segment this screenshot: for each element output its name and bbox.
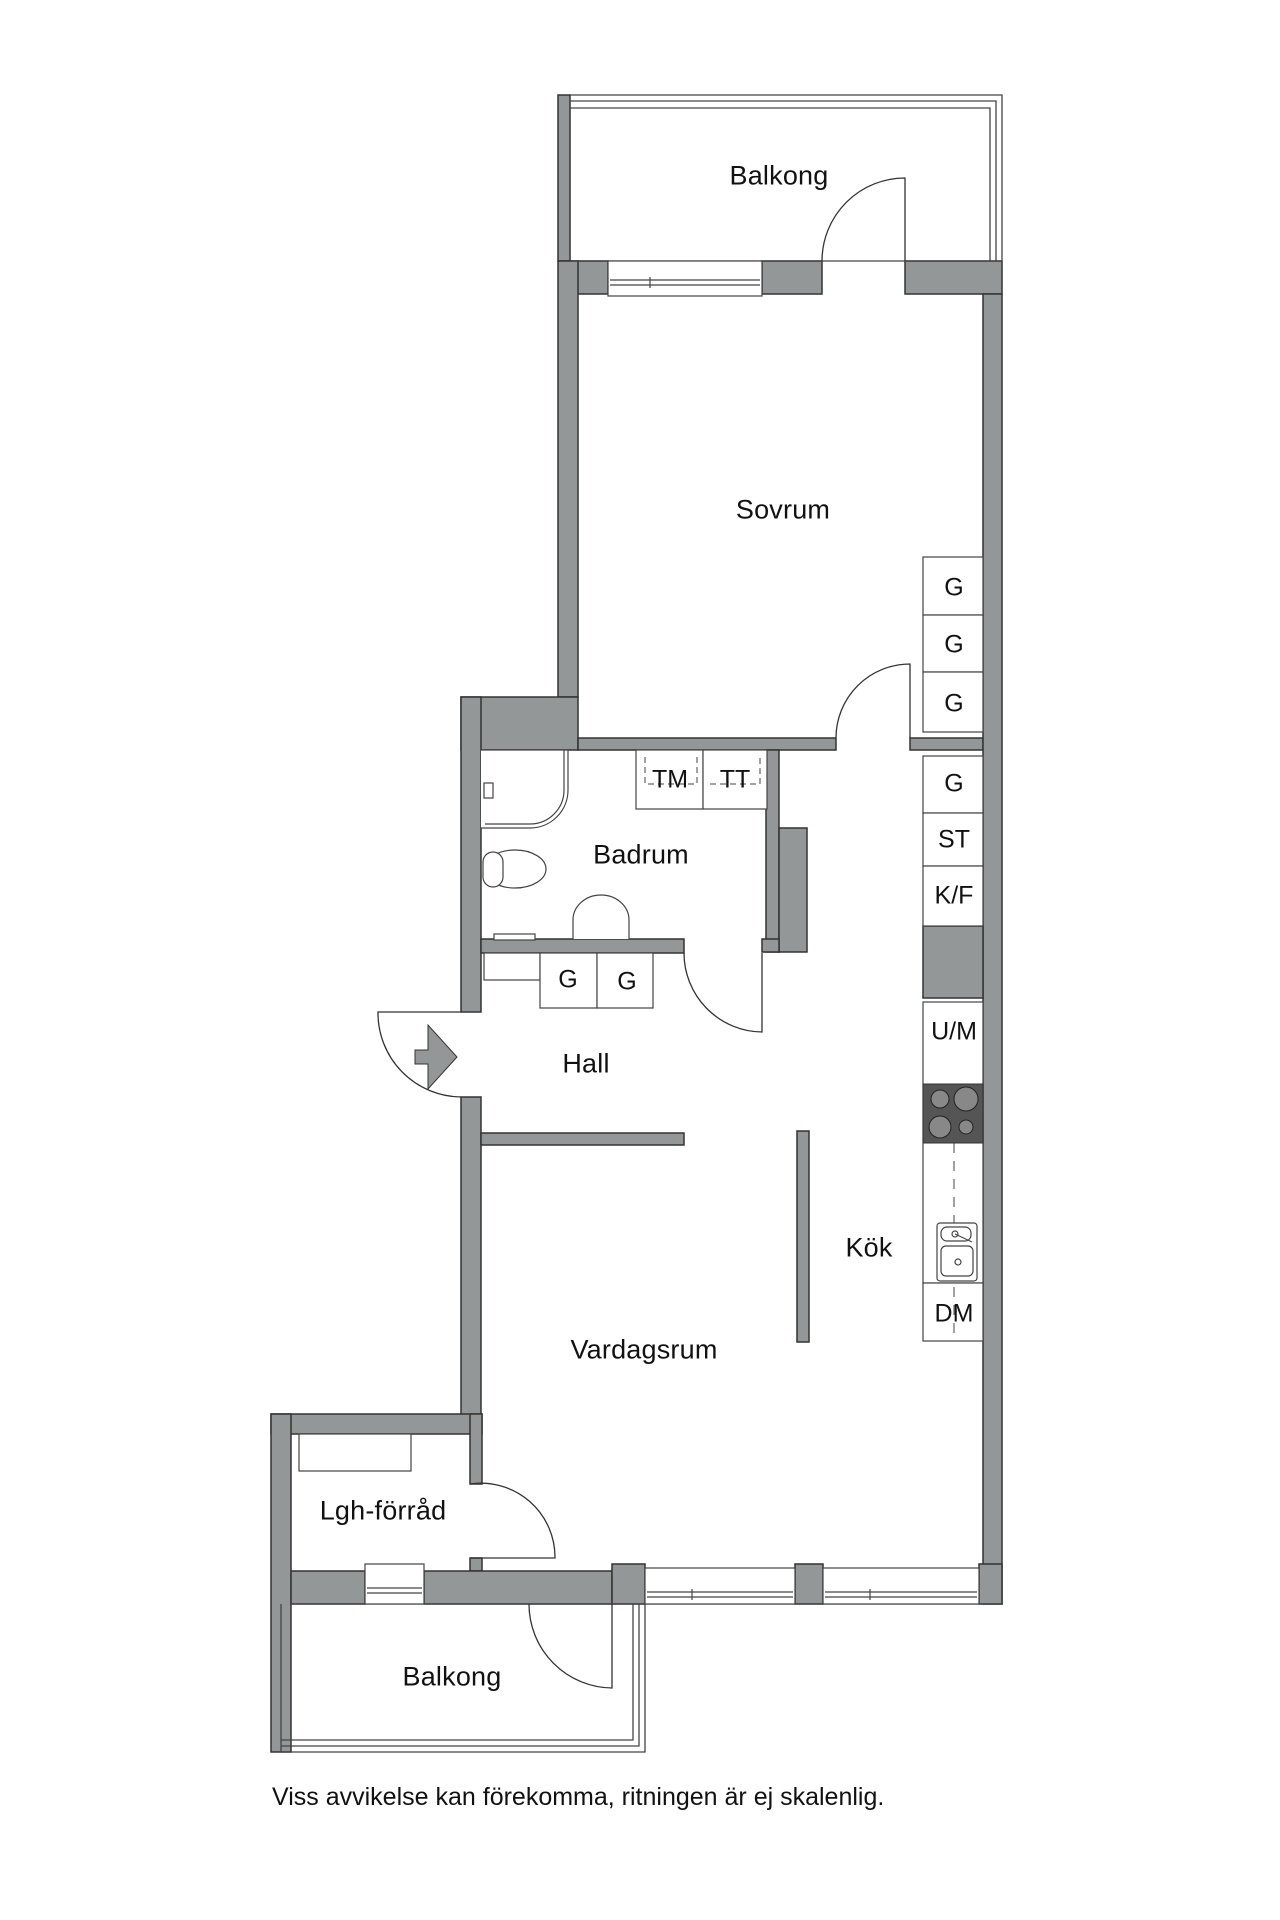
cabinet-label-st: ST	[938, 825, 970, 854]
dishwasher-label: DM	[934, 1299, 974, 1328]
window-vardagsrum-2	[822, 1567, 980, 1605]
wardrobe	[922, 671, 984, 733]
wall-segment	[290, 1570, 366, 1605]
wall-segment	[611, 1563, 646, 1605]
central-partition	[796, 1130, 810, 1343]
outer-right-wall	[982, 293, 1003, 1605]
door-sovrum[interactable]	[835, 663, 911, 739]
microwave-label: U/M	[931, 1017, 977, 1046]
hall-partition-wall	[480, 1132, 685, 1146]
room-label-vardagsrum: Vardagsrum	[570, 1334, 718, 1365]
room-label-balkong-bottom: Balkong	[402, 1661, 502, 1692]
wardrobe	[922, 556, 984, 616]
washbasin-icon	[572, 894, 630, 939]
badrum-right-wall-thick	[778, 827, 808, 953]
cabinet	[922, 865, 984, 927]
wall-segment	[761, 260, 823, 295]
outer-left-wall-upper	[460, 696, 482, 1013]
door-balcony-top[interactable]	[821, 177, 906, 262]
entrance-arrow-icon	[414, 1023, 458, 1091]
door-entrance[interactable]	[377, 1011, 462, 1098]
forrad-top-wall	[270, 1413, 483, 1435]
cabinet-label-kf: K/F	[934, 881, 974, 910]
storage-shelf	[298, 1433, 412, 1472]
room-label-sovrum: Sovrum	[735, 494, 831, 525]
forrad-right-wall	[469, 1413, 483, 1485]
wall-segment	[904, 260, 1003, 295]
balcony-top-left-wall	[557, 94, 571, 262]
hall-wardrobe-label: G	[617, 967, 637, 996]
tumble-dryer-label: TT	[719, 765, 751, 794]
window-vardagsrum-1	[644, 1567, 796, 1605]
shower-tap	[483, 782, 494, 799]
hall-wardrobe-label: G	[558, 965, 578, 994]
outer-left-wall-lower	[460, 1096, 482, 1416]
stove-icon	[922, 1083, 984, 1144]
door-balcony-bottom[interactable]	[528, 1603, 613, 1689]
wall-segment	[794, 1563, 824, 1605]
wardrobe-label: G	[944, 689, 964, 718]
sovrum-bottom-wall	[577, 737, 837, 751]
kitchen-wall-block	[922, 925, 984, 999]
wardrobe	[539, 952, 598, 1009]
room-label-lgh-forrad: Lgh-förråd	[319, 1495, 447, 1526]
room-label-badrum: Badrum	[593, 839, 689, 870]
window-forrad	[364, 1563, 425, 1605]
wardrobe	[596, 952, 654, 1009]
badrum-right-wall	[765, 749, 780, 953]
dishwasher	[922, 1282, 984, 1342]
window-sovrum	[607, 260, 763, 297]
room-label-kok: Kök	[845, 1232, 893, 1263]
sovrum-bottom-wall-right	[909, 737, 984, 751]
shelf	[483, 952, 541, 981]
balcony-top-railing	[570, 94, 1003, 261]
cabinet-label: G	[944, 769, 964, 798]
badrum-bottom-wall	[480, 938, 685, 954]
radiator	[493, 933, 536, 941]
wardrobe	[922, 614, 984, 673]
door-forrad[interactable]	[469, 1482, 556, 1559]
cabinet	[922, 812, 984, 867]
disclaimer-text: Viss avvikelse kan förekomma, ritningen …	[272, 1783, 885, 1811]
kitchen-sink-icon	[936, 1222, 978, 1282]
balcony-bottom-railing	[280, 1604, 646, 1753]
room-label-hall: Hall	[562, 1048, 610, 1079]
washing-machine-label: TM	[651, 765, 689, 794]
forrad-right-wall-lower	[469, 1557, 483, 1572]
room-label-balkong-top: Balkong	[729, 160, 829, 191]
wall-segment	[978, 1563, 1003, 1605]
tumble-dryer	[702, 749, 768, 810]
wall-segment	[423, 1570, 613, 1605]
wardrobe-label: G	[944, 630, 964, 659]
wall-segment	[761, 938, 780, 953]
door-badrum[interactable]	[683, 952, 763, 1033]
sovrum-left-wall	[557, 260, 579, 698]
wardrobe-label: G	[944, 573, 964, 602]
